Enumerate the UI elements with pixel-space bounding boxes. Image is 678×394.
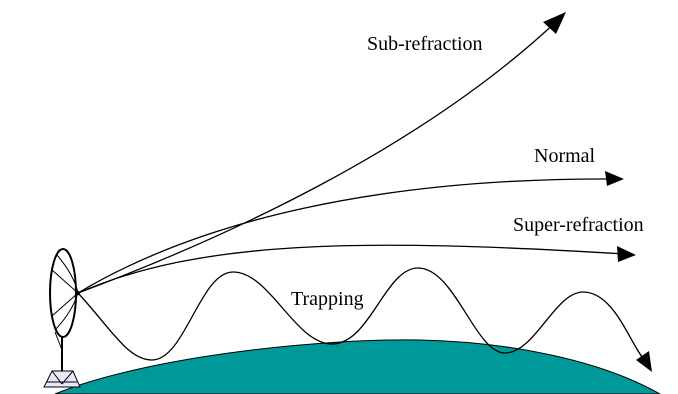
- earth-surface: [54, 339, 662, 394]
- normal-ray: [77, 178, 613, 294]
- sub-refraction-ray: [77, 19, 559, 294]
- sub-refraction-arrowhead: [543, 12, 566, 34]
- trapping-ray: [77, 267, 647, 363]
- label-sub-refraction: Sub-refraction: [367, 33, 483, 55]
- super-refraction-ray: [77, 244, 626, 294]
- label-normal: Normal: [534, 145, 596, 167]
- trapping-arrowhead: [636, 351, 652, 372]
- label-super-refraction: Super-refraction: [513, 214, 644, 236]
- label-trapping: Trapping: [291, 288, 364, 310]
- antenna: [43, 248, 81, 388]
- super-refraction-arrowhead: [617, 246, 636, 262]
- normal-arrowhead: [605, 171, 624, 186]
